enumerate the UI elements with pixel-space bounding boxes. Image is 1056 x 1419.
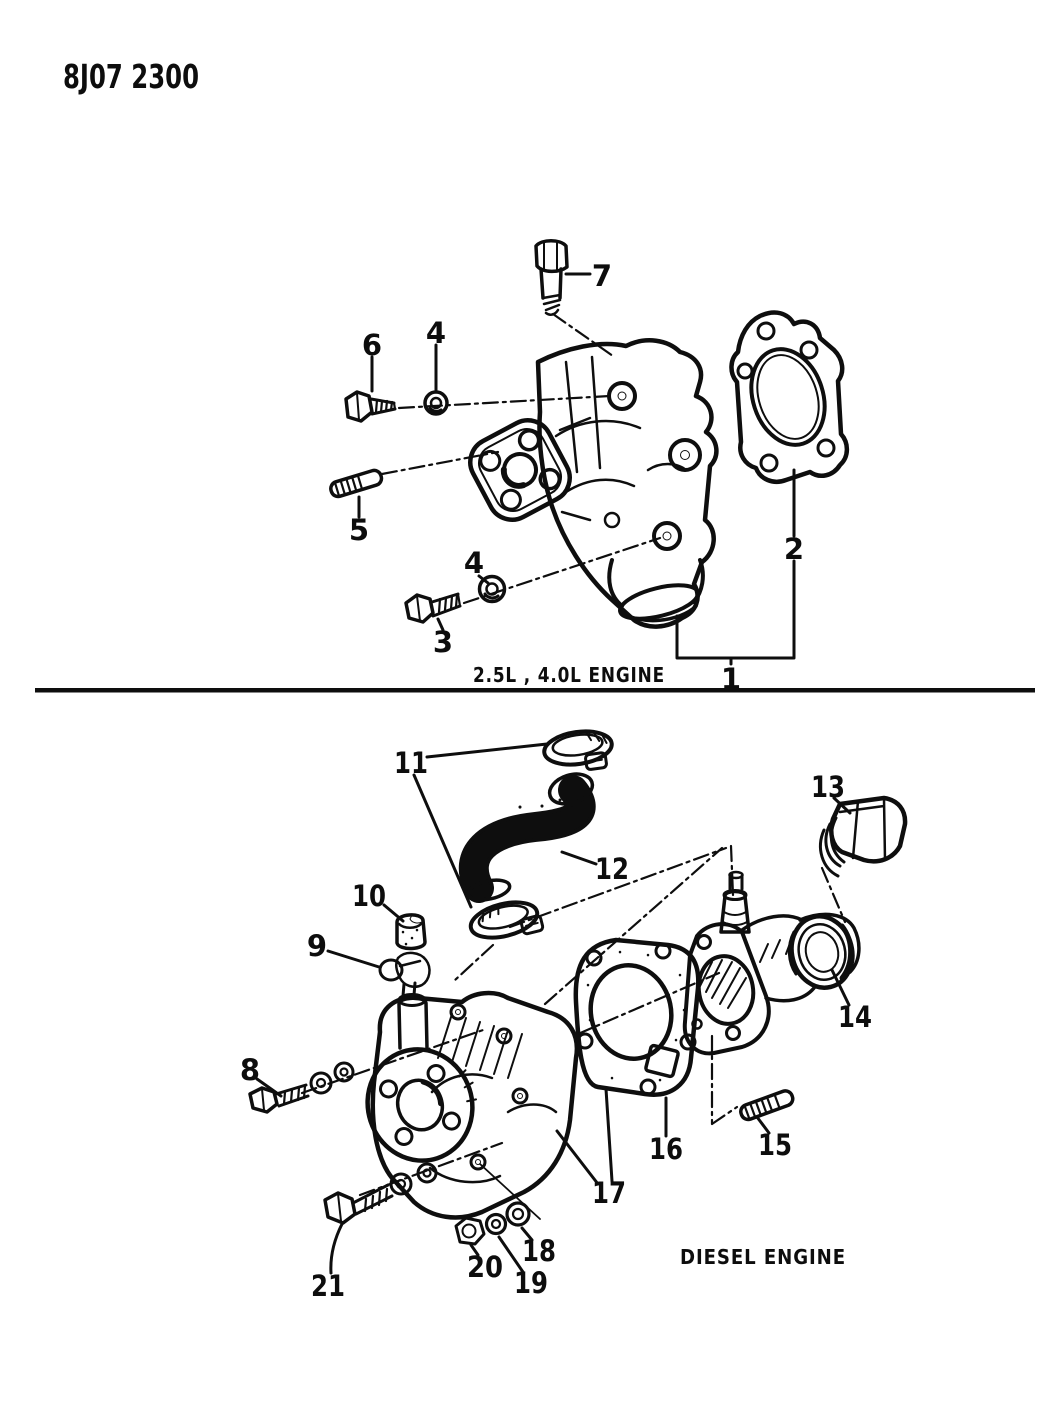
leader-21 — [329, 1222, 344, 1275]
callout-17: 17 — [592, 1176, 626, 1210]
bolt-8-drawing — [248, 1083, 310, 1114]
axis-stud15 — [710, 1034, 739, 1126]
leader-8 — [255, 1077, 283, 1098]
washers-8-drawing — [309, 1061, 355, 1095]
gasket-gas-drawing — [729, 310, 850, 485]
stud-15-drawing — [739, 1089, 795, 1122]
leader-11b — [412, 773, 473, 909]
figure-code: 8J07 2300 — [63, 57, 199, 96]
bolt-7-drawing — [534, 239, 569, 316]
diesel-engine-diagram: 11 12 13 10 9 14 8 15 16 17 18 19 20 21 — [240, 729, 908, 1303]
water-pump-diesel-drawing — [365, 990, 580, 1220]
axis-hose-to-housing — [508, 846, 728, 929]
axis-gasket-center — [576, 971, 721, 1036]
leader-18 — [520, 1226, 534, 1242]
hose-clamp-lower-drawing — [468, 900, 545, 940]
callout-3: 3 — [433, 625, 453, 659]
callout-6: 6 — [362, 328, 382, 362]
leader-3 — [436, 617, 445, 632]
leader-20 — [469, 1243, 480, 1257]
leader-10 — [382, 903, 405, 923]
leader-13 — [832, 796, 852, 815]
nut-20-drawing — [454, 1216, 486, 1246]
callout-7: 7 — [592, 259, 612, 293]
callout-21: 21 — [311, 1269, 345, 1303]
callout-4-lower: 4 — [464, 546, 484, 580]
thermostat-housing-drawing — [682, 870, 861, 1056]
stud-5-drawing — [329, 468, 384, 499]
gasket-diesel-drawing — [573, 937, 701, 1097]
washer-19-drawing — [484, 1212, 508, 1236]
water-pump-gas-drawing — [468, 338, 719, 629]
fitting-9-drawing — [378, 951, 431, 1000]
section-divider — [35, 688, 1035, 693]
leader-17 — [555, 1087, 614, 1186]
callout-8: 8 — [240, 1053, 260, 1087]
callout-4-upper: 4 — [426, 316, 446, 350]
axis-stud5 — [380, 450, 500, 476]
callout-2: 2 — [784, 532, 804, 566]
leader-14 — [830, 968, 851, 1007]
bolt-6-drawing — [344, 390, 397, 423]
callout-14: 14 — [838, 1000, 872, 1034]
callout-13: 13 — [811, 770, 845, 804]
axis-plug13 — [820, 866, 847, 924]
washer-18-drawing — [505, 1201, 531, 1227]
axis-stud-nut20 — [479, 1163, 541, 1220]
leader-11a — [425, 742, 549, 759]
axis-bolt21 — [358, 1141, 504, 1197]
axis-hose-to-pump — [453, 943, 495, 982]
axis-bolt7 — [551, 312, 615, 358]
plug-13-drawing — [819, 795, 908, 878]
callout-5: 5 — [349, 513, 369, 547]
callout-15: 15 — [758, 1128, 792, 1162]
section-caption-gas: 2.5L , 4.0L ENGINE — [473, 663, 665, 687]
callout-18: 18 — [522, 1234, 556, 1268]
washer-4-upper-drawing — [423, 390, 449, 416]
leader-9 — [326, 949, 381, 969]
bolt-21-drawing — [323, 1183, 394, 1225]
axis-housing-neck — [729, 844, 735, 897]
bolt-3-drawing — [404, 592, 462, 624]
leader-15 — [755, 1115, 771, 1135]
washer-4-lower-drawing — [477, 574, 507, 604]
callout-12: 12 — [595, 852, 629, 886]
callout-19: 19 — [514, 1266, 548, 1300]
leader-12 — [560, 850, 598, 866]
gas-engine-diagram: 7 6 4 5 4 3 2 1 — [329, 239, 850, 696]
callout-1: 1 — [721, 662, 741, 696]
washers-21-drawing — [389, 1162, 438, 1196]
leader-4-lower — [477, 574, 490, 585]
hose-clamp-upper-drawing — [542, 729, 614, 771]
axis-bolt6-washer4 — [397, 394, 612, 410]
callout-20: 20 — [467, 1250, 503, 1284]
leader-1-bracket — [675, 614, 795, 666]
section-caption-diesel: DIESEL ENGINE — [680, 1245, 846, 1269]
axis-gasket-to-housing — [543, 846, 724, 1006]
bypass-hose-drawing — [458, 772, 596, 903]
leader-19 — [497, 1235, 525, 1274]
callout-11: 11 — [394, 746, 428, 780]
callout-10: 10 — [352, 879, 386, 913]
cap-10-drawing — [395, 913, 427, 951]
callout-9: 9 — [307, 929, 327, 963]
axis-bolt8 — [300, 1027, 488, 1095]
callout-16: 16 — [649, 1132, 683, 1166]
